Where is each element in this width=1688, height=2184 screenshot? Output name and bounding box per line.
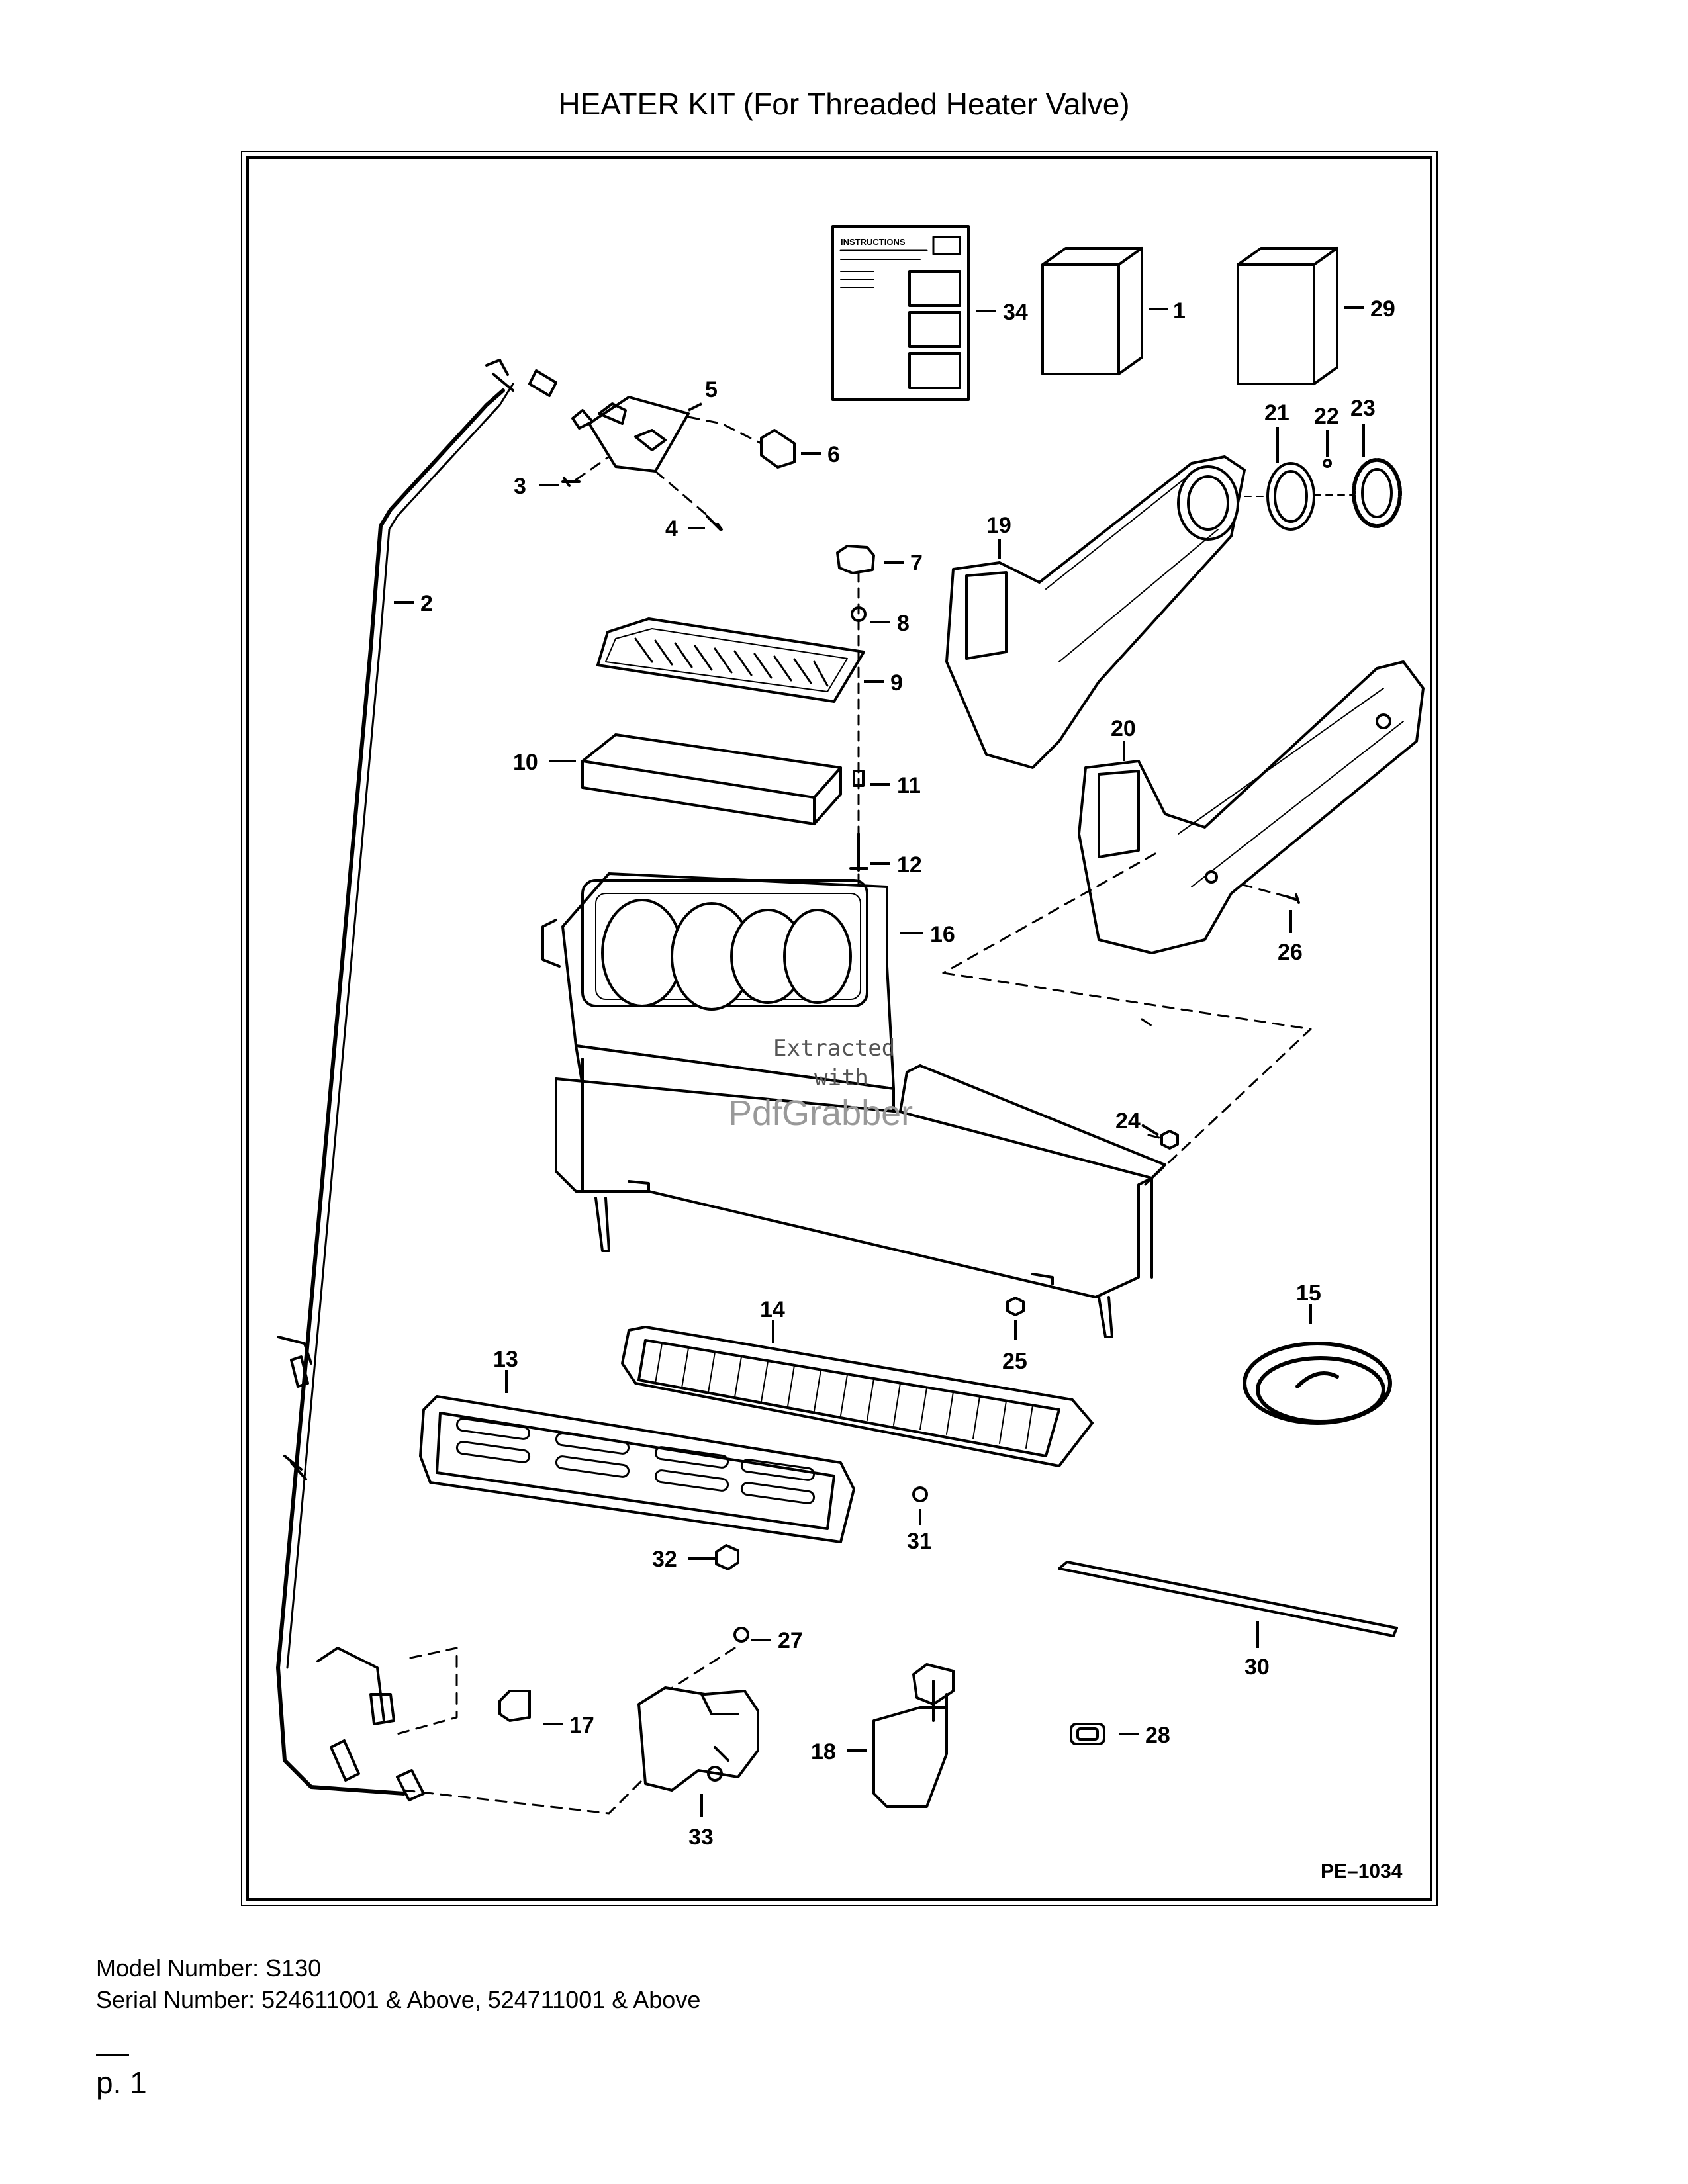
callout-31: 31 [907, 1529, 932, 1554]
callout-15: 15 [1296, 1281, 1321, 1306]
blower-housing [541, 872, 895, 1140]
callout-21: 21 [1264, 400, 1289, 426]
callout-30: 30 [1244, 1655, 1270, 1680]
page-title: HEATER KIT (For Threaded Heater Valve) [558, 87, 1130, 121]
screw-22 [1323, 459, 1332, 468]
page-number: p. 1 [96, 2066, 147, 2100]
callout-19: 19 [986, 513, 1011, 538]
nut-25 [1006, 1297, 1025, 1316]
filter-block [581, 733, 842, 825]
callout-14: 14 [760, 1297, 785, 1322]
filter-grille [621, 1326, 1094, 1467]
callout-2: 2 [420, 591, 433, 616]
diagram-frame [241, 151, 1438, 1906]
serial-number: Serial Number: 524611001 & Above, 524711… [96, 1986, 701, 2013]
callout-28: 28 [1145, 1723, 1170, 1748]
callout-3: 3 [514, 474, 526, 499]
callout-5: 5 [705, 377, 718, 402]
knob-32 [715, 1544, 739, 1570]
callout-24: 24 [1115, 1109, 1141, 1134]
callout-7: 7 [910, 551, 923, 576]
knob-7 [836, 545, 875, 574]
wiring-harness [276, 388, 505, 1796]
callout-4: 4 [665, 516, 678, 541]
louver-panel [596, 617, 865, 703]
callout-11: 11 [897, 773, 921, 798]
callout-9: 9 [890, 670, 903, 696]
callout-32: 32 [652, 1547, 677, 1572]
callout-27: 27 [778, 1628, 803, 1653]
callout-29: 29 [1370, 296, 1395, 322]
watermark-line1: Extracted [773, 1035, 895, 1062]
callout-6: 6 [827, 442, 840, 467]
rocker-switch [760, 429, 796, 469]
callout-33: 33 [688, 1825, 714, 1850]
drawing-number: PE–1034 [1321, 1860, 1403, 1882]
callout-25: 25 [1002, 1349, 1027, 1374]
callout-34: 34 [1003, 300, 1028, 325]
callout-16: 16 [930, 922, 955, 947]
nut-24 [1160, 1130, 1179, 1150]
heater-valve [872, 1663, 955, 1808]
louver-grille [419, 1395, 855, 1543]
model-number: Model Number: S130 [96, 1954, 322, 1981]
box-29 [1237, 247, 1338, 385]
valve-actuator [637, 1686, 759, 1792]
screw-4 [706, 515, 723, 531]
page-divider [96, 2054, 129, 2056]
screw-3 [561, 477, 581, 487]
callout-17: 17 [569, 1713, 594, 1738]
clip-28 [1070, 1723, 1105, 1745]
hose-coil [1243, 1342, 1392, 1425]
lower-duct [1078, 660, 1425, 954]
screw-26 [1286, 893, 1300, 904]
base-plate [555, 1058, 1166, 1338]
callout-20: 20 [1111, 716, 1136, 741]
callout-12: 12 [897, 852, 922, 878]
instructions-heading: INSTRUCTIONS [841, 237, 906, 247]
callout-1: 1 [1173, 298, 1186, 324]
seal-strip [1058, 1561, 1398, 1637]
callout-8: 8 [897, 611, 910, 636]
callout-26: 26 [1278, 940, 1303, 965]
connector-17 [498, 1690, 531, 1722]
watermark-line2: with [814, 1065, 868, 1091]
callout-23: 23 [1350, 396, 1376, 421]
box-1 [1041, 247, 1143, 375]
instructions-sheet [831, 225, 970, 401]
footer-info: Model Number: S130 Serial Number: 524611… [96, 1952, 700, 2016]
nut-27 [733, 1627, 749, 1643]
callout-22: 22 [1314, 404, 1339, 429]
callout-13: 13 [493, 1347, 518, 1372]
nut-31 [912, 1486, 928, 1502]
callout-10: 10 [513, 750, 538, 775]
callout-18: 18 [811, 1739, 836, 1764]
watermark-line3: PdfGrabber [728, 1093, 913, 1133]
upper-duct [945, 455, 1246, 769]
